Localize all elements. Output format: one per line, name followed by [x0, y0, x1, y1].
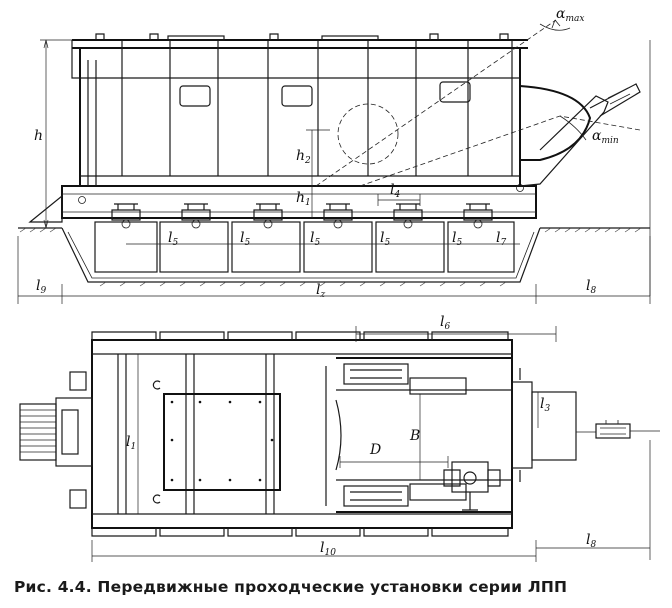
label-alpha-max: αmax — [556, 6, 584, 24]
label-l8-top: l8 — [586, 278, 596, 296]
label-B: B — [409, 428, 420, 444]
label-l8-bottom: l8 — [586, 532, 596, 550]
label-l6: l6 — [440, 314, 450, 332]
label-l5: l5 — [168, 230, 178, 248]
label-h: h — [34, 128, 43, 144]
label-alpha-min: αmin — [592, 128, 619, 146]
figure-caption: Рис. 4.4. Передвижные проходческие устан… — [14, 578, 568, 596]
support-blocks — [94, 221, 515, 273]
label-lz: lz — [316, 282, 325, 300]
label-h1: h1 — [296, 190, 311, 208]
label-l10: l10 — [320, 540, 336, 558]
label-l5: l5 — [240, 230, 250, 248]
label-l9: l9 — [36, 278, 46, 296]
plan-view — [19, 326, 660, 562]
label-l4: l4 — [390, 182, 400, 200]
label-l3: l3 — [540, 396, 550, 414]
label-l5: l5 — [452, 230, 462, 248]
label-l7: l7 — [496, 230, 506, 248]
ground-hatching — [19, 227, 642, 233]
label-h2: h2 — [296, 148, 311, 166]
side-view — [17, 19, 651, 304]
dimension-labels: αmax αmin h h2 h1 l4 l5 l5 l5 l5 l5 l7 l… — [34, 6, 619, 558]
label-D: D — [369, 442, 381, 458]
plate-bolts — [170, 400, 274, 482]
rear-grille — [20, 409, 56, 453]
plan-segments — [91, 331, 509, 537]
body-posts — [121, 40, 513, 176]
label-l5: l5 — [310, 230, 320, 248]
pit-hatching — [99, 281, 507, 287]
label-l5: l5 — [380, 230, 390, 248]
jacks — [111, 203, 493, 229]
label-l1: l1 — [126, 434, 136, 452]
lifting-lugs — [95, 33, 509, 41]
windows — [179, 81, 471, 107]
